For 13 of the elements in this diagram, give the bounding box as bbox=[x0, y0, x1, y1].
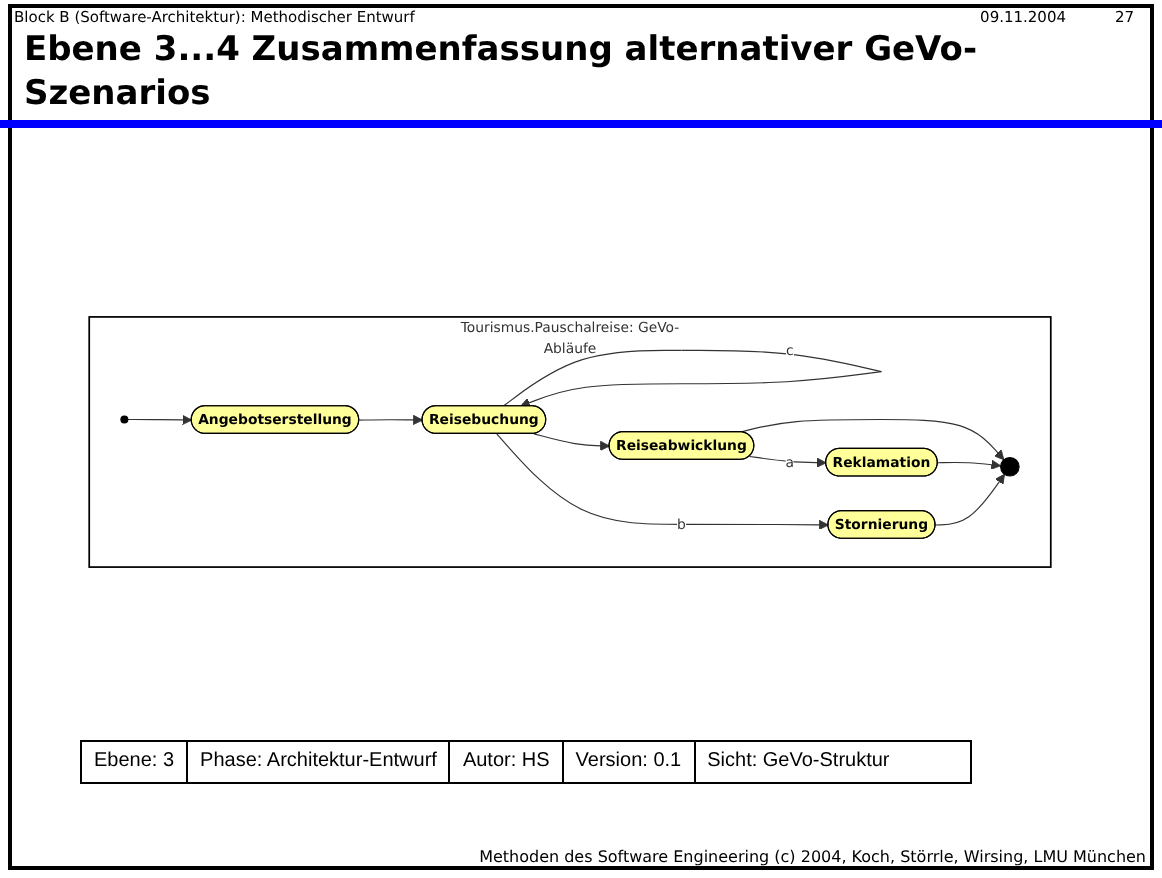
node-circle bbox=[1000, 457, 1020, 477]
arrow bbox=[739, 418, 1005, 461]
arrow bbox=[127, 414, 193, 425]
footer-text: Methoden des Software Engineering (c) 2004, Koch, Störrle, Wirsing, LMU München bbox=[479, 848, 1146, 866]
arrow bbox=[937, 459, 1002, 470]
arrow bbox=[533, 433, 611, 451]
node-circle bbox=[120, 415, 129, 424]
arrow bbox=[935, 473, 1005, 526]
arrow bbox=[496, 433, 829, 530]
slide-title: Ebene 3...4 Zusammenfassung alternativer GeVo-Szenarios bbox=[24, 28, 980, 116]
arrow bbox=[358, 414, 424, 425]
arrow bbox=[502, 349, 882, 408]
arrow bbox=[749, 455, 827, 468]
